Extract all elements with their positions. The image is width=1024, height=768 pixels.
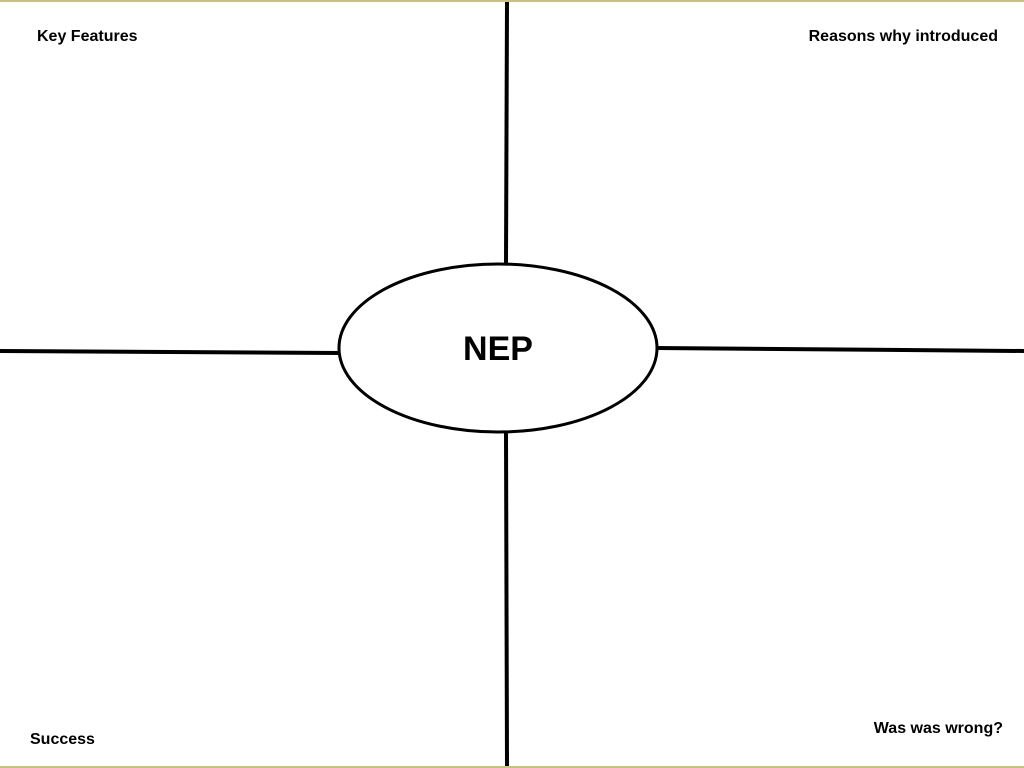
line-top xyxy=(504,1,509,265)
label-reasons-why-introduced: Reasons why introduced xyxy=(808,28,998,45)
center-topic-label: NEP xyxy=(463,330,533,368)
label-was-was-wrong: Was was wrong? xyxy=(873,720,1003,737)
center-ellipse xyxy=(337,262,659,434)
line-bottom xyxy=(504,431,509,767)
bottom-border xyxy=(0,766,1024,768)
label-success: Success xyxy=(30,731,95,748)
label-key-features: Key Features xyxy=(37,28,138,45)
top-border xyxy=(0,0,1024,2)
line-left xyxy=(0,349,341,355)
line-right xyxy=(655,346,1024,353)
